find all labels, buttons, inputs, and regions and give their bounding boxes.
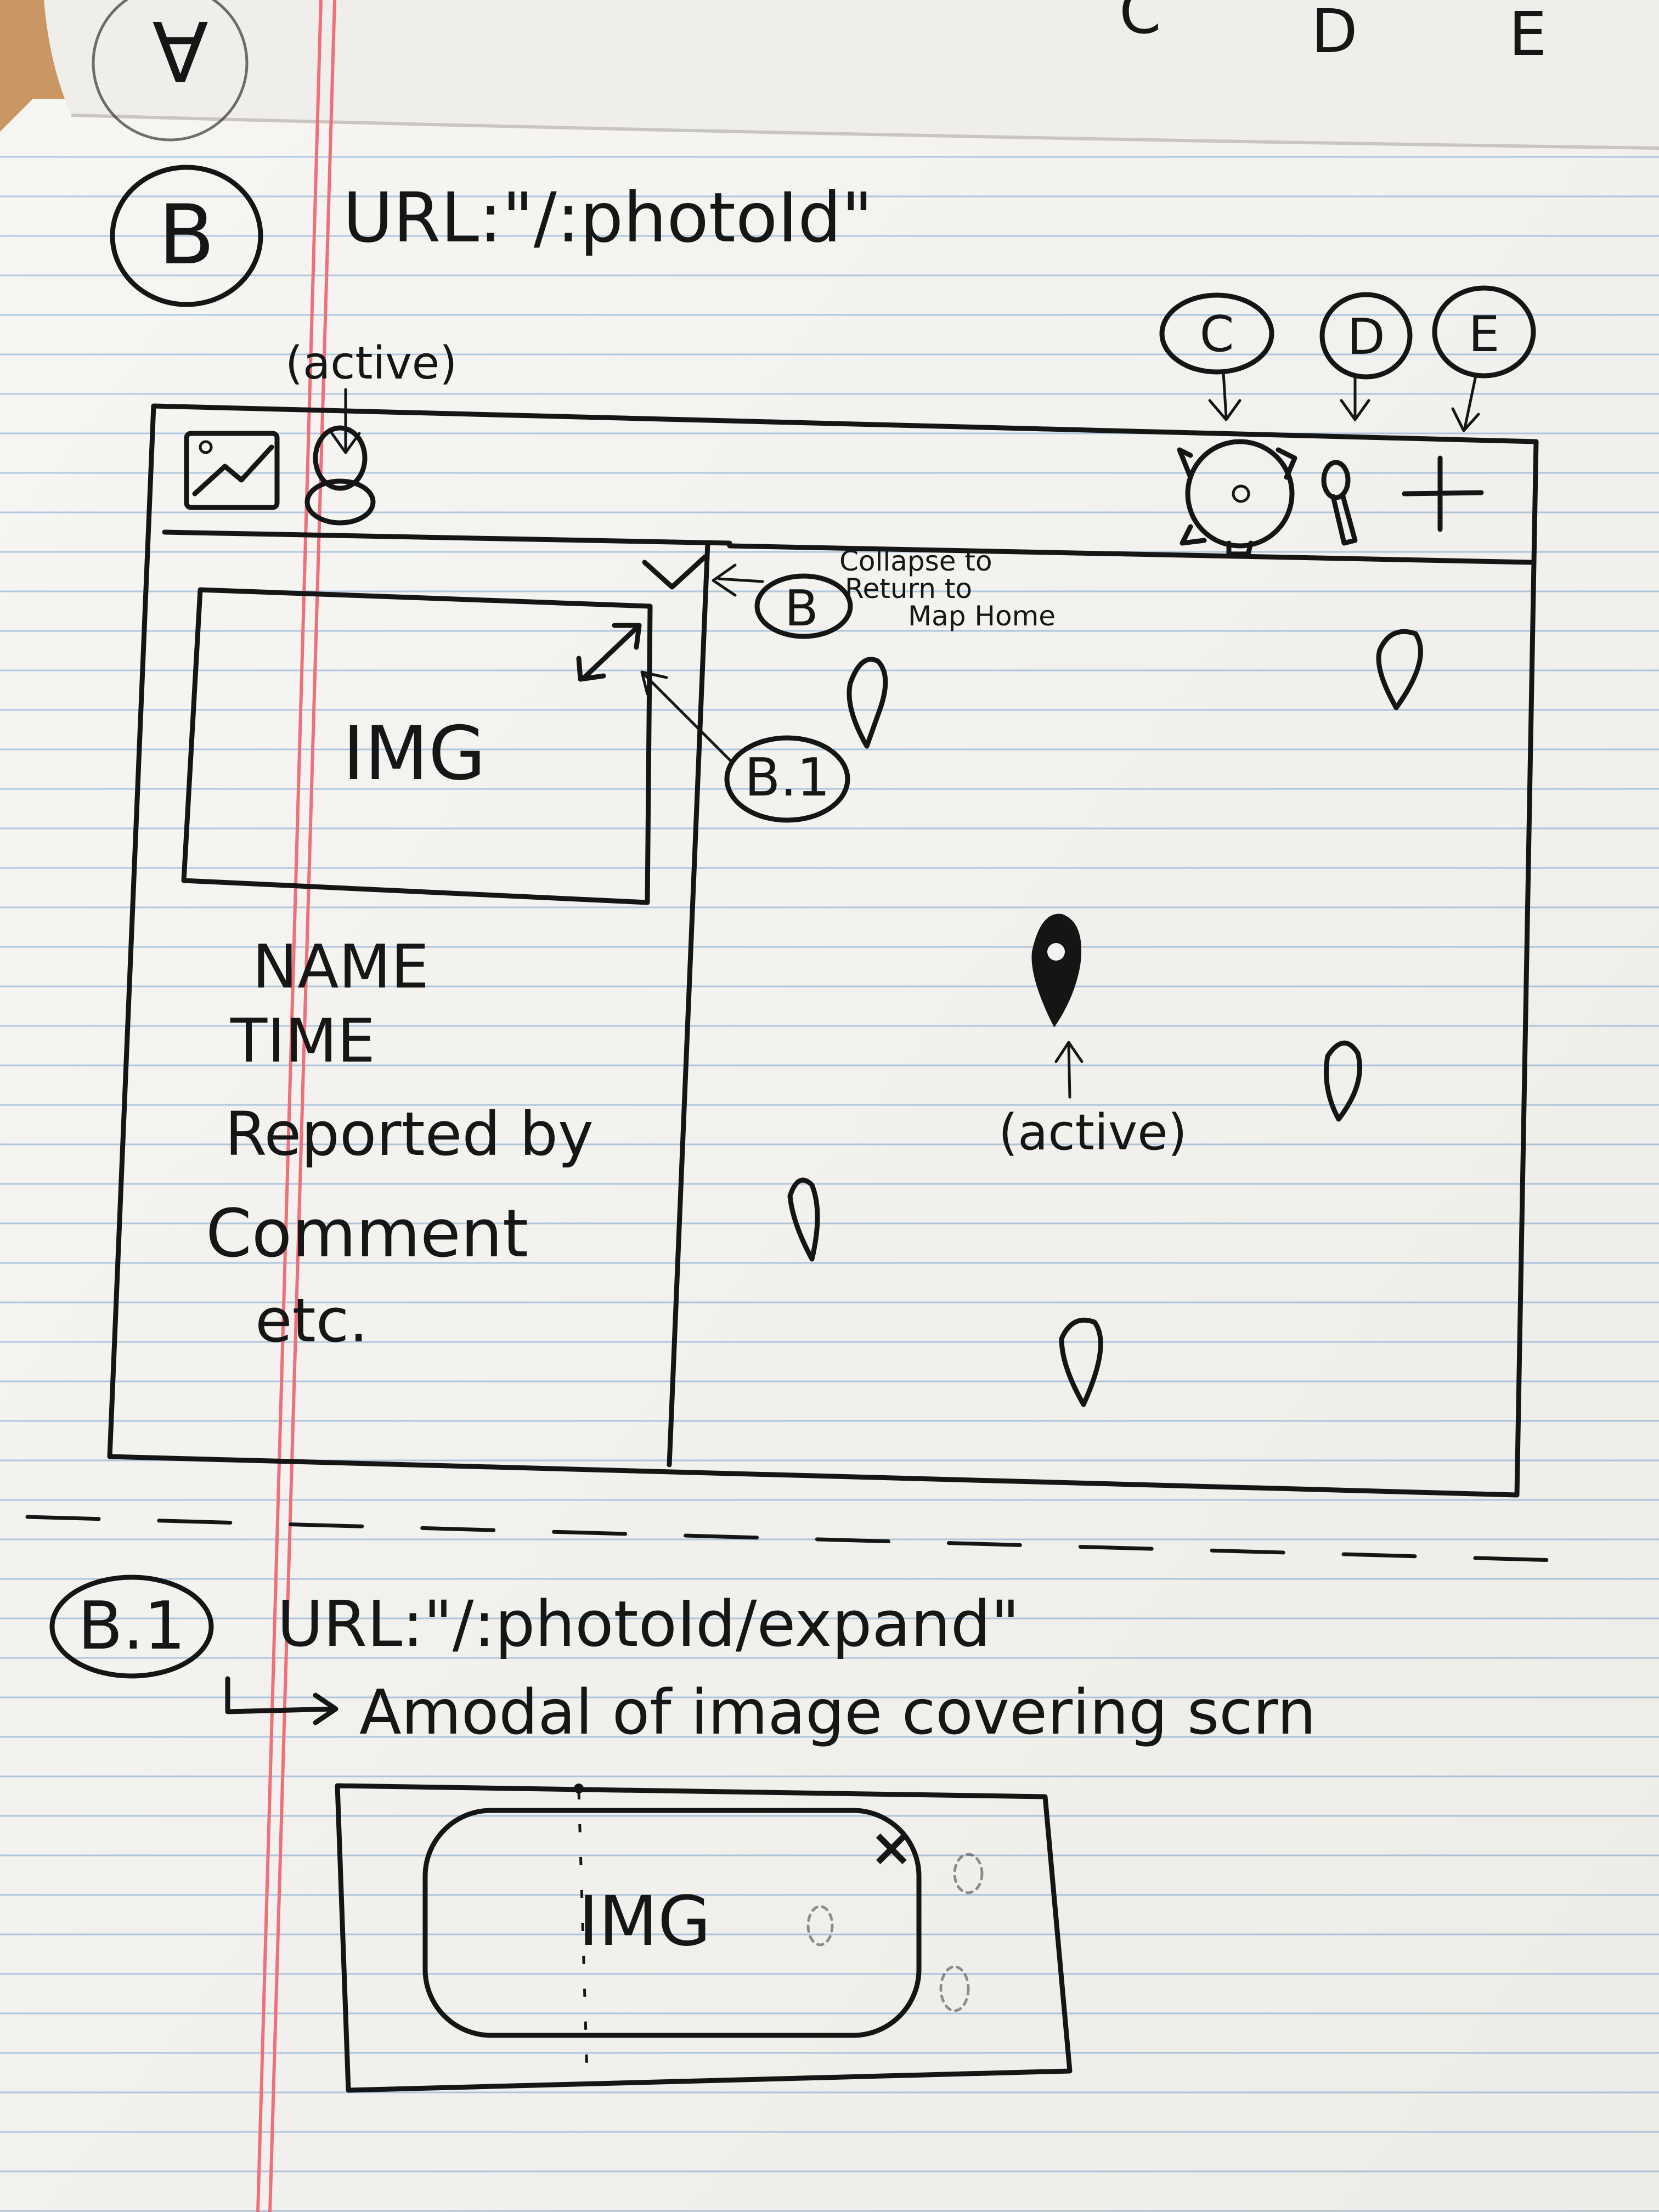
screen-b-header: B URL:"/:photoId" (110, 165, 873, 307)
map-pin-icon (847, 657, 888, 749)
expand-icon (576, 623, 642, 682)
photo-image-placeholder: IMG (343, 710, 486, 797)
modal-image[interactable]: IMG (422, 1808, 922, 2038)
detail-time: TIME (230, 1006, 375, 1076)
toolbar-user-button[interactable] (304, 425, 376, 526)
detail-name: NAME (252, 932, 429, 1002)
photo-detail-panel: B Collapse to Return to Map Home IMG B.1… (181, 545, 1056, 1356)
map-area[interactable]: (active) (787, 629, 1423, 1407)
map-pin-icon (1031, 913, 1081, 1028)
settings-button[interactable] (1177, 439, 1297, 557)
collapse-note-1: Collapse to (839, 545, 992, 577)
plus-icon (1402, 455, 1484, 532)
collapse-callout-ref: B (785, 580, 819, 637)
modal-image-frame (422, 1808, 922, 2038)
top-sheet-mark-c: C (1119, 0, 1161, 47)
active-map-pin[interactable] (1031, 913, 1081, 1028)
map-pin-icon (1376, 629, 1423, 710)
search-button[interactable] (1321, 460, 1358, 546)
map-pin[interactable] (1059, 1317, 1103, 1407)
callout-c: C (1200, 306, 1234, 363)
detail-reported-by: Reported by (225, 1099, 594, 1169)
top-sheet-mark-d: D (1311, 0, 1358, 66)
gear-icon (1177, 439, 1297, 557)
expanded-modal-screen: IMG × (335, 1783, 1073, 2093)
collapse-panel-button[interactable] (642, 554, 708, 590)
screen-b-url: URL:"/:photoId" (343, 178, 873, 258)
user-icon (304, 425, 376, 526)
map-pin[interactable] (787, 1177, 820, 1262)
add-button[interactable] (1402, 455, 1484, 532)
detail-etc: etc. (255, 1285, 368, 1356)
detail-comment: Comment (206, 1196, 528, 1272)
collapse-note-3: Map Home (908, 600, 1056, 632)
map-pin[interactable] (1324, 1040, 1362, 1122)
map-pin[interactable] (847, 657, 888, 749)
screen-b1-url: URL:"/:photoId/expand" (277, 1588, 1020, 1661)
screen-b1-header: B.1 URL:"/:photoId/expand" Amodal of ima… (49, 1575, 1316, 1748)
top-sheet-mark-e: E (1509, 0, 1547, 69)
callout-e: E (1469, 306, 1500, 363)
screen-b1-id: B.1 (78, 1588, 186, 1664)
active-pin-callout: (active) (998, 1104, 1187, 1161)
map-pin[interactable] (1376, 629, 1423, 710)
callout-d: D (1347, 308, 1385, 366)
screen-b-id-circle (110, 165, 263, 307)
toolbar-image-button[interactable] (184, 431, 280, 510)
modal-image-placeholder: IMG (578, 1882, 711, 1961)
photo-image[interactable]: IMG (181, 587, 653, 905)
top-sheet-mark-a: A (152, 2, 208, 98)
modal-close-button[interactable]: × (870, 1818, 913, 1878)
map-pin-icon (1324, 1040, 1362, 1122)
screen-b-id: B (159, 188, 215, 283)
app-frame (107, 403, 1539, 1498)
background-pins (806, 1853, 984, 2012)
active-callout-top: (active) (285, 337, 457, 390)
search-icon (1321, 460, 1358, 546)
collapse-note-2: Return to (845, 573, 972, 605)
expand-image-button[interactable] (576, 623, 642, 682)
expand-callout-ref: B.1 (744, 748, 830, 808)
screen-b1-description: Amodal of image covering scrn (359, 1677, 1316, 1748)
map-pin-icon (787, 1177, 820, 1262)
close-icon: × (870, 1818, 913, 1878)
image-icon (184, 431, 280, 510)
map-pin-icon (1059, 1317, 1103, 1407)
top-sheet: A C D E (44, 0, 1659, 150)
chevron-down-icon (642, 554, 708, 590)
